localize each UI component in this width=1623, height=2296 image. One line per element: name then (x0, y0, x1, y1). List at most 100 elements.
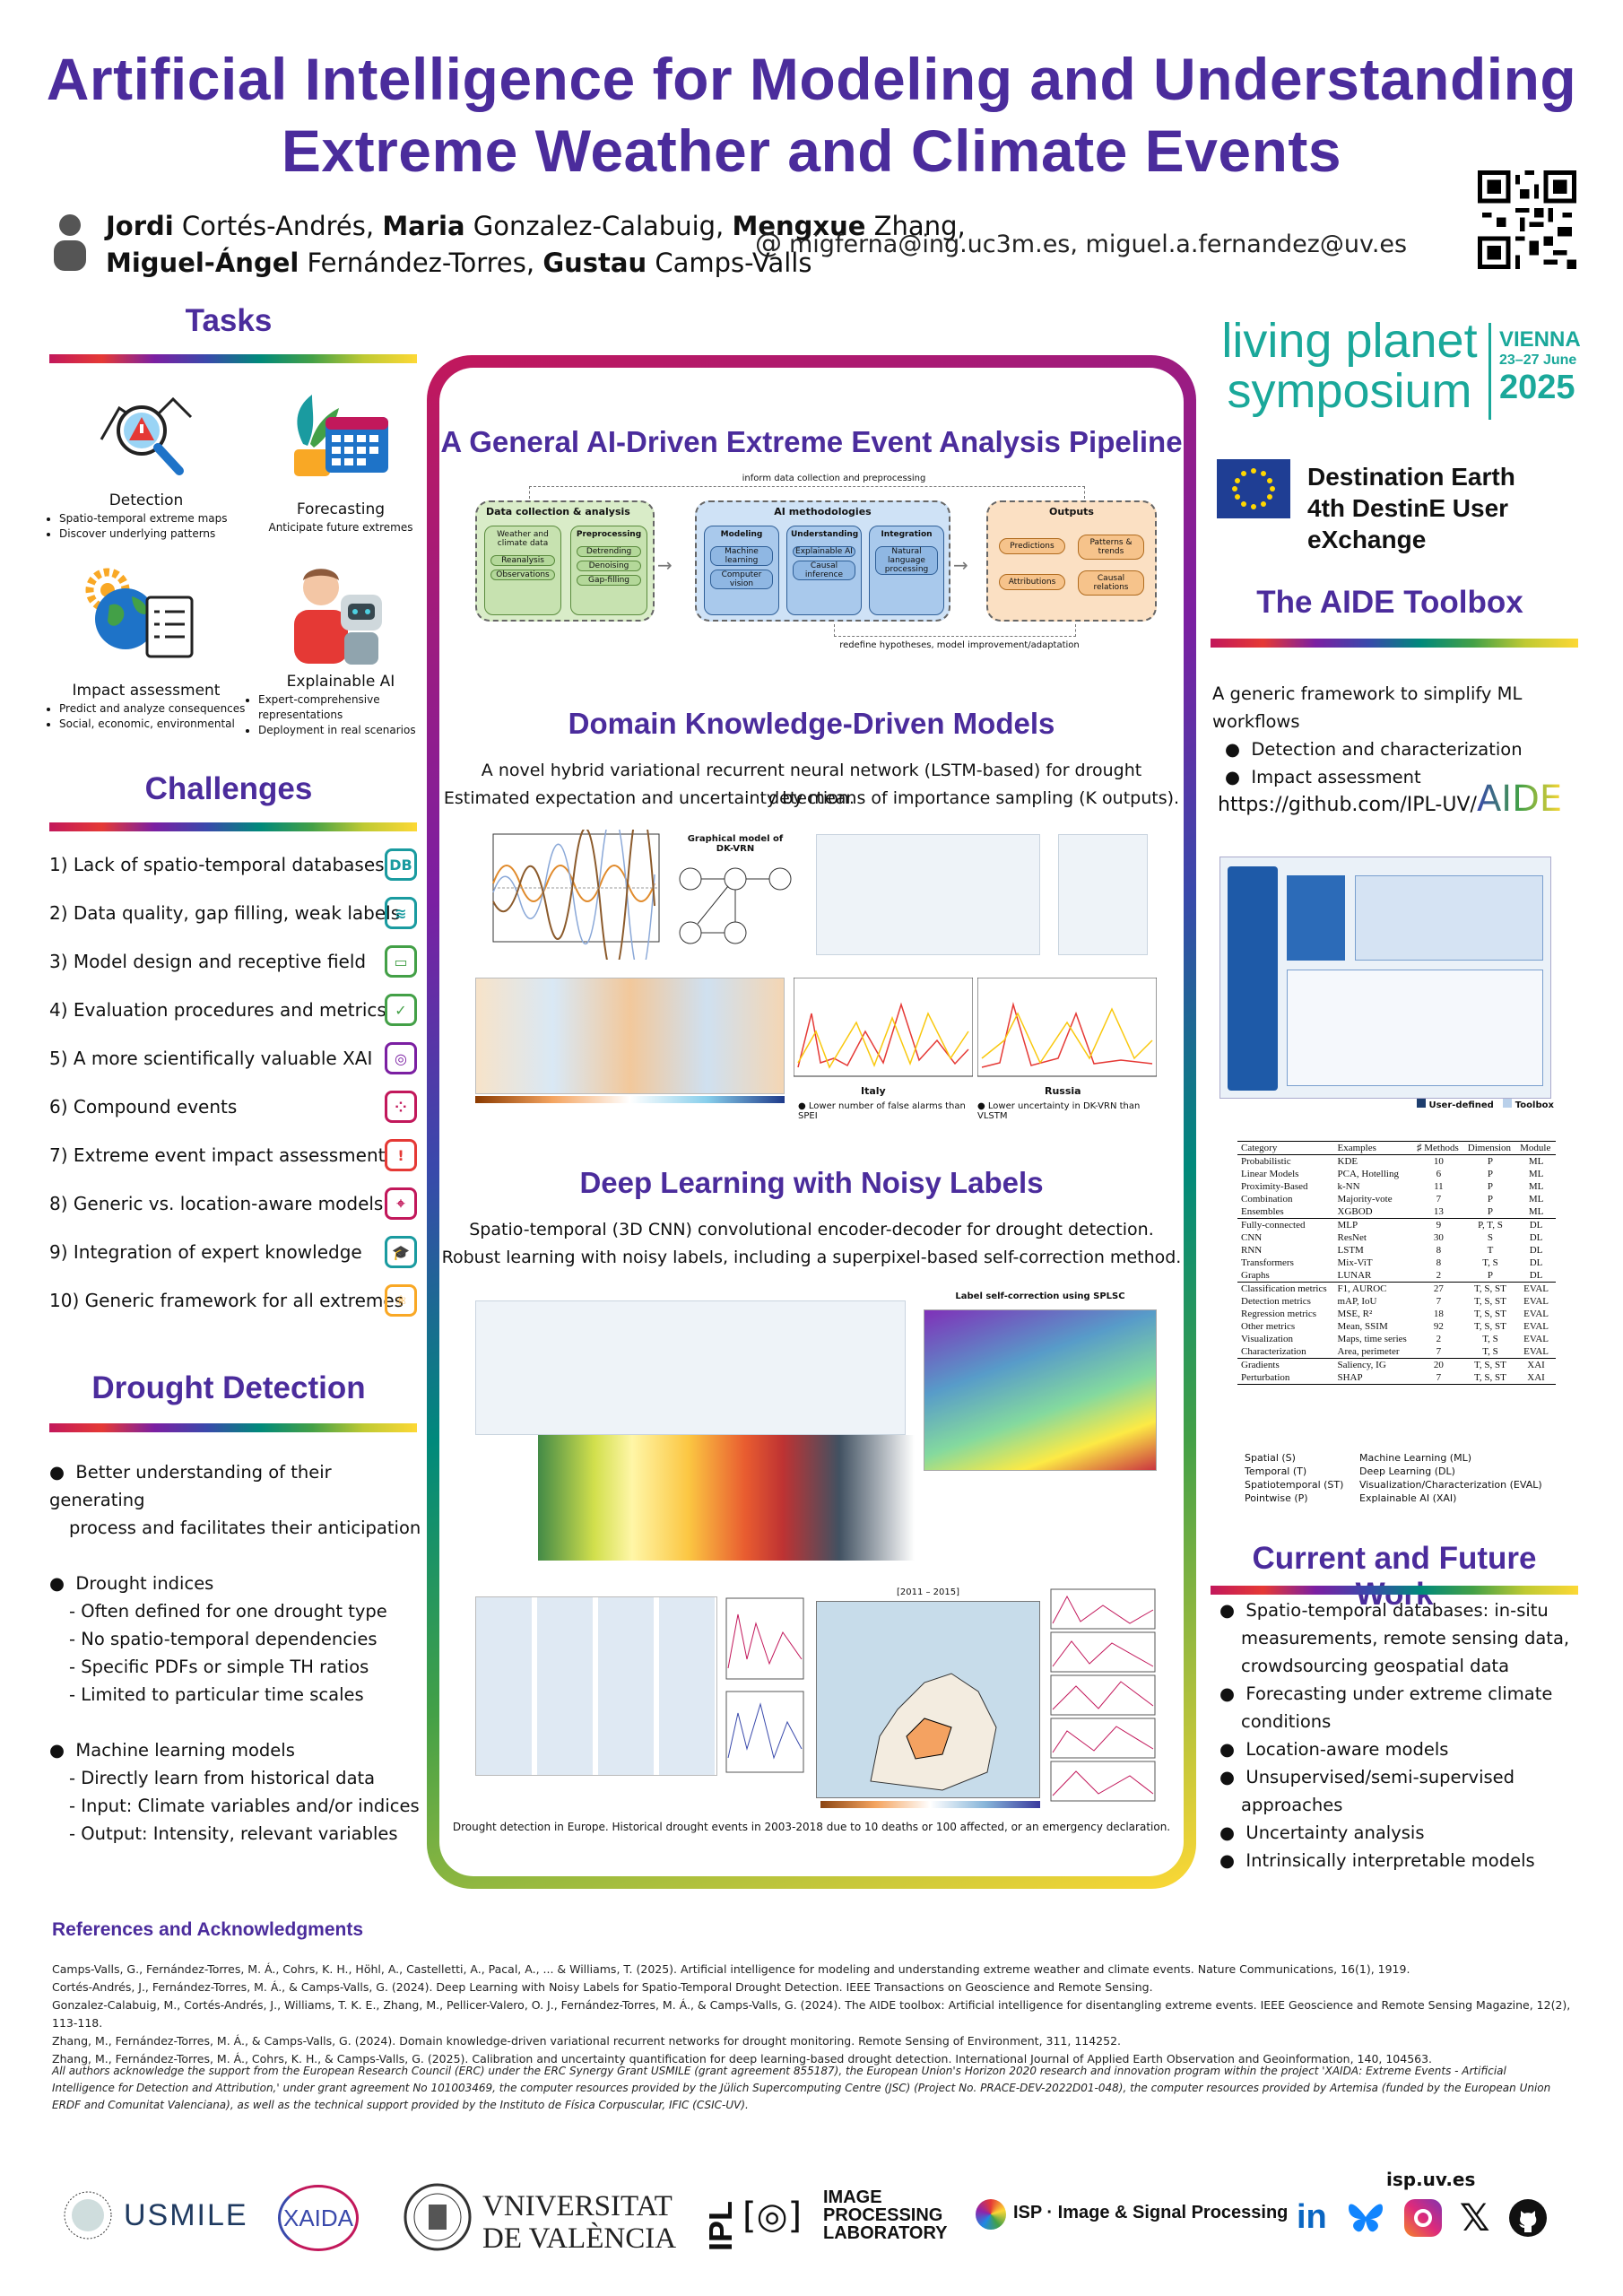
task-bullet: Discover underlying patterns (59, 526, 256, 542)
detection-icon (100, 396, 193, 475)
aide-url[interactable]: https://github.com/IPL-UV/ (1218, 794, 1477, 816)
eu-flag-icon (1217, 459, 1290, 518)
table-cell: EVAL (1523, 1346, 1549, 1357)
feedback-bottom-arrow (834, 624, 1076, 637)
table-cell: P (1487, 1206, 1494, 1217)
table-cell: Maps, time series (1337, 1334, 1407, 1344)
dkvrn-architecture-diagram (816, 834, 1040, 955)
author-first: Maria (382, 211, 465, 241)
graph-model-title: Graphical model of DK-VRN (687, 834, 784, 854)
linkedin-icon[interactable]: in (1297, 2198, 1327, 2236)
bullet-text: crowdsourcing geospatial data (1241, 1656, 1510, 1676)
email-line[interactable]: @migferna@ing.uc3m.es, miguel.a.fernande… (755, 228, 1407, 259)
instagram-icon[interactable] (1403, 2198, 1442, 2237)
drought-bullet-1: ● Better understanding of their generati… (49, 1458, 426, 1514)
lps-logo: living planet symposium (1215, 316, 1484, 416)
lps-dates: 23–27 June (1499, 352, 1577, 368)
splsc-title: Label self-correction using SPLSC (955, 1292, 1125, 1301)
challenge-item: 10) Generic framework for all extremes⚛ (49, 1276, 417, 1325)
bullet-text: Unsupervised/semi-supervised (1245, 1767, 1515, 1787)
reference: Camps-Valls, G., Fernández-Torres, M. Á.… (52, 1962, 1410, 1976)
pipeline-title: A General AI-Driven Extreme Event Analys… (440, 425, 1183, 458)
aide-link[interactable]: https://github.com/IPL-UV/AIDE (1218, 778, 1562, 820)
table-cell: T, S (1482, 1257, 1498, 1268)
uv-logo[interactable]: VNIVERSITAT DE VALÈNCIA (482, 2190, 676, 2255)
table-cell: LSTM (1337, 1245, 1364, 1256)
abbr: Spatiotemporal (ST) (1245, 1479, 1344, 1491)
box-item: Natural language processing (875, 546, 938, 575)
task-forecasting-sub: Anticipate future extremes (268, 521, 413, 534)
isp-text[interactable]: ISP · Image & Signal Processing (1013, 2203, 1289, 2222)
table-cell: P (1487, 1169, 1494, 1179)
legend-label: Toolbox (1515, 1100, 1554, 1110)
sub-bullet: - Often defined for one drought type (69, 1601, 387, 1622)
future-bullet: ● Intrinsically interpretable models (1219, 1850, 1535, 1871)
author-last: Zhang, (865, 211, 966, 241)
task-impact-title: Impact assessment (72, 682, 221, 700)
lps-divider (1488, 323, 1491, 420)
table-cell: Perturbation (1241, 1372, 1290, 1383)
ipl-text: IPL (702, 2200, 739, 2251)
table-cell: P (1487, 1156, 1494, 1167)
xaida-logo[interactable]: XAIDA (278, 2185, 359, 2251)
dk-text-2: Estimated expectation and uncertainty by… (443, 788, 1180, 808)
map-colorbar (475, 1096, 785, 1103)
table-cell: DL (1529, 1270, 1543, 1281)
destine-line: 4th DestinE User eXchange (1307, 494, 1509, 553)
task-bullet: Expert-comprehensive representations (258, 692, 420, 723)
challenge-icon: DB (385, 848, 417, 881)
qr-code[interactable] (1478, 170, 1576, 269)
website-link[interactable]: isp.uv.es (1386, 2169, 1476, 2190)
center-panel: A General AI-Driven Extreme Event Analys… (427, 355, 1196, 1889)
pipeline-diagram: inform data collection and preprocessing… (475, 474, 1157, 653)
challenge-item: 7) Extreme event impact assessment! (49, 1131, 417, 1179)
table-cell: DL (1529, 1232, 1543, 1243)
x-icon[interactable]: 𝕏 (1459, 2196, 1490, 2239)
table-cell: EVAL (1523, 1296, 1549, 1307)
data-collection-box: Data collection & analysis Weather and c… (475, 500, 655, 622)
table-cell: 9 (1436, 1220, 1442, 1231)
table-cell: 8 (1436, 1257, 1442, 1268)
aide-legend: User-defined Toolbox (1417, 1099, 1554, 1110)
drought-timeseries (725, 1597, 804, 1773)
challenge-icon: ! (385, 1139, 417, 1171)
github-icon[interactable] (1508, 2198, 1548, 2238)
sub-bullet: - Directly learn from historical data (69, 1768, 376, 1788)
table-cell: Combination (1241, 1194, 1293, 1205)
future-bullets: ● Spatio-temporal databases: in-situ mea… (1219, 1596, 1596, 1874)
ipl-logo[interactable]: IMAGE PROCESSING LABORATORY (823, 2188, 948, 2242)
table-cell: 6 (1436, 1169, 1442, 1179)
table-cell: XAI (1527, 1360, 1545, 1370)
aide-divider (1211, 639, 1578, 648)
box-item: Gap-filling (577, 575, 641, 586)
box-item: Explainable AI (793, 546, 855, 557)
title-line-1: Artificial Intelligence for Modeling and… (46, 46, 1577, 112)
table-cell: 10 (1433, 1156, 1444, 1167)
box-item: Causal inference (793, 561, 855, 580)
drought-colorbar (820, 1801, 1040, 1808)
bluesky-icon[interactable] (1345, 2199, 1386, 2237)
box-sub: Understanding (791, 530, 859, 539)
dl-title: Deep Learning with Noisy Labels (579, 1166, 1044, 1199)
table-cell: Area, perimeter (1337, 1346, 1400, 1357)
table-cell: Ensembles (1241, 1206, 1284, 1217)
challenge-item: 6) Compound events⁘ (49, 1083, 417, 1131)
abbr-legend-left: Spatial (S) Temporal (T) Spatiotemporal … (1245, 1451, 1343, 1505)
table-cell: PCA, Hotelling (1337, 1169, 1399, 1179)
table-cell: 30 (1433, 1232, 1444, 1243)
arrow-right-icon: → (953, 554, 968, 576)
bullet-text: process and facilitates their anticipati… (69, 1518, 421, 1538)
table-cell: XGBOD (1337, 1206, 1373, 1217)
person-icon (54, 214, 86, 271)
future-bullet: ● Forecasting under extreme climate (1219, 1683, 1553, 1704)
self-correction-maps (924, 1309, 1157, 1471)
usmile-logo[interactable]: USMILE (52, 2188, 248, 2242)
box-sub: Integration (881, 530, 933, 539)
